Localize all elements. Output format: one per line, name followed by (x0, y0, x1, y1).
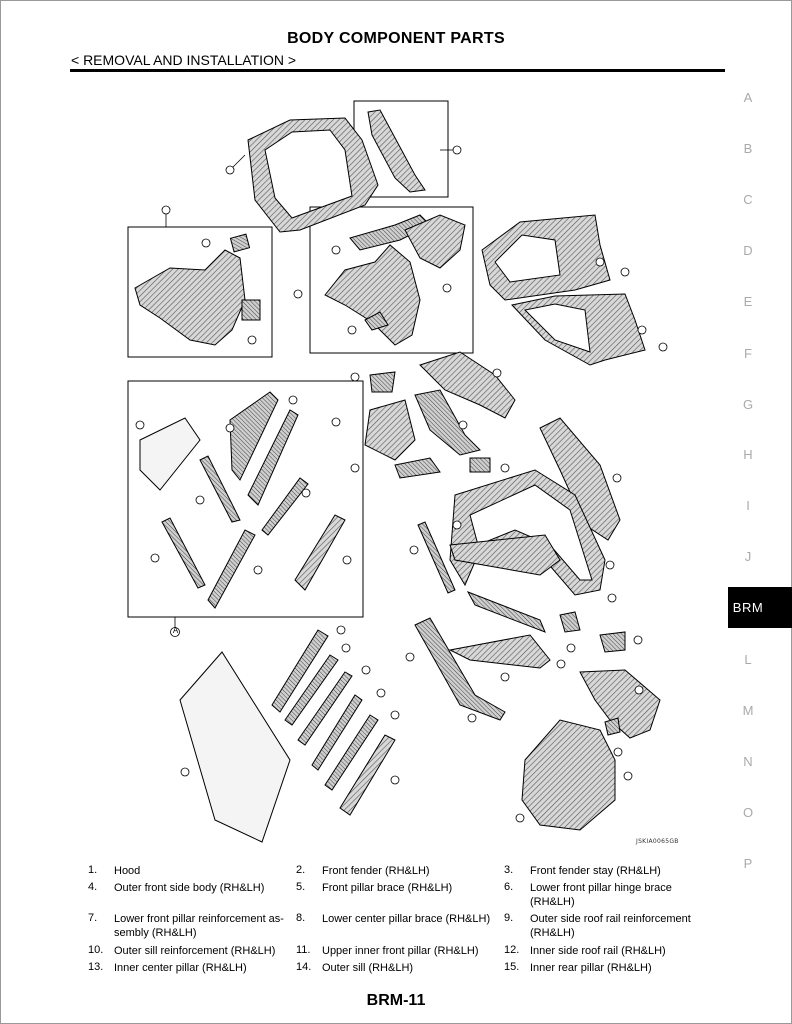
part-rail-lower (324, 714, 379, 791)
part-inner-center-pillar (448, 634, 551, 669)
part-bracket (229, 233, 251, 253)
part-bracket (469, 457, 491, 473)
group-box (127, 226, 273, 358)
page-title: BODY COMPONENT PARTS (287, 30, 505, 47)
part-upper-inner-front-pillar (414, 617, 506, 721)
part-pillar-reinforcement (404, 214, 466, 269)
part-roof-panel (139, 417, 201, 491)
part-roof-rail (261, 477, 309, 536)
part-bracket (394, 457, 441, 479)
part-rear-inner-panel (324, 244, 421, 346)
part-bracket (559, 611, 581, 633)
part-outer-front-side-body (449, 469, 606, 596)
index-letter[interactable]: F (744, 346, 752, 361)
part-roof-rail (199, 455, 241, 523)
group-box (127, 380, 364, 618)
part-rear-door (481, 214, 611, 301)
index-letter[interactable]: G (742, 397, 754, 412)
index-letter[interactable]: D (743, 243, 753, 258)
part-inner-pillar (229, 391, 279, 481)
part-pillar-lower (271, 629, 329, 713)
index-letter[interactable]: L (744, 652, 752, 667)
page-code: BRM-11 (366, 992, 426, 1009)
part-outer-sill (539, 417, 621, 541)
part-rail-lower (311, 694, 363, 771)
index-letter[interactable]: J (744, 549, 752, 564)
part-hood (521, 719, 616, 831)
part-roof-frame (247, 117, 379, 233)
part-rail-lower (284, 654, 339, 726)
part-sill-reinforcement (161, 517, 206, 589)
part-lower-center-pillar-brace (449, 534, 561, 576)
part-inner-side-roof-rail (466, 591, 546, 633)
index-letter[interactable]: O (742, 805, 754, 820)
figure-id: JSKIA0065GB (636, 838, 679, 845)
index-letter[interactable]: P (743, 856, 753, 871)
part-side-panel (134, 249, 246, 346)
part-roof-rail (247, 409, 299, 506)
callout-label-a: A (172, 626, 179, 635)
part-bracket (364, 311, 389, 331)
part-wheelhouse (414, 389, 481, 456)
index-letter[interactable]: C (743, 192, 753, 207)
index-letter[interactable]: H (743, 447, 753, 462)
part-bracket (369, 371, 396, 393)
part-fender-stay (604, 717, 621, 736)
index-letter[interactable]: I (746, 498, 750, 513)
part-bracket (241, 299, 261, 321)
group-box (309, 206, 474, 354)
part-quarter-panel (419, 351, 516, 419)
callout-circle (170, 627, 180, 637)
part-front-door (511, 293, 646, 366)
index-letter[interactable]: A (743, 90, 753, 105)
part-roof-panel-lower (179, 651, 291, 843)
header-rule (70, 69, 725, 72)
part-brace-lower (339, 734, 396, 816)
index-letter[interactable]: E (743, 294, 753, 309)
part-brace (364, 399, 416, 461)
side-index: A B C D E F G H I J L M N O P (728, 0, 792, 1024)
index-letter[interactable]: B (743, 141, 753, 156)
section-subtitle: < REMOVAL AND INSTALLATION > (71, 52, 297, 68)
part-pillar-piece (367, 109, 426, 193)
part-center-pillar (207, 529, 256, 609)
part-rail-lower (297, 671, 353, 746)
active-section-tab[interactable]: BRM (728, 587, 792, 628)
part-outer-roof-rail-reinforcement (417, 521, 456, 594)
index-letter[interactable]: M (742, 703, 754, 718)
part-hinge-brace (599, 631, 626, 653)
part-pillar-brace (294, 514, 346, 591)
index-letter[interactable]: N (743, 754, 753, 769)
